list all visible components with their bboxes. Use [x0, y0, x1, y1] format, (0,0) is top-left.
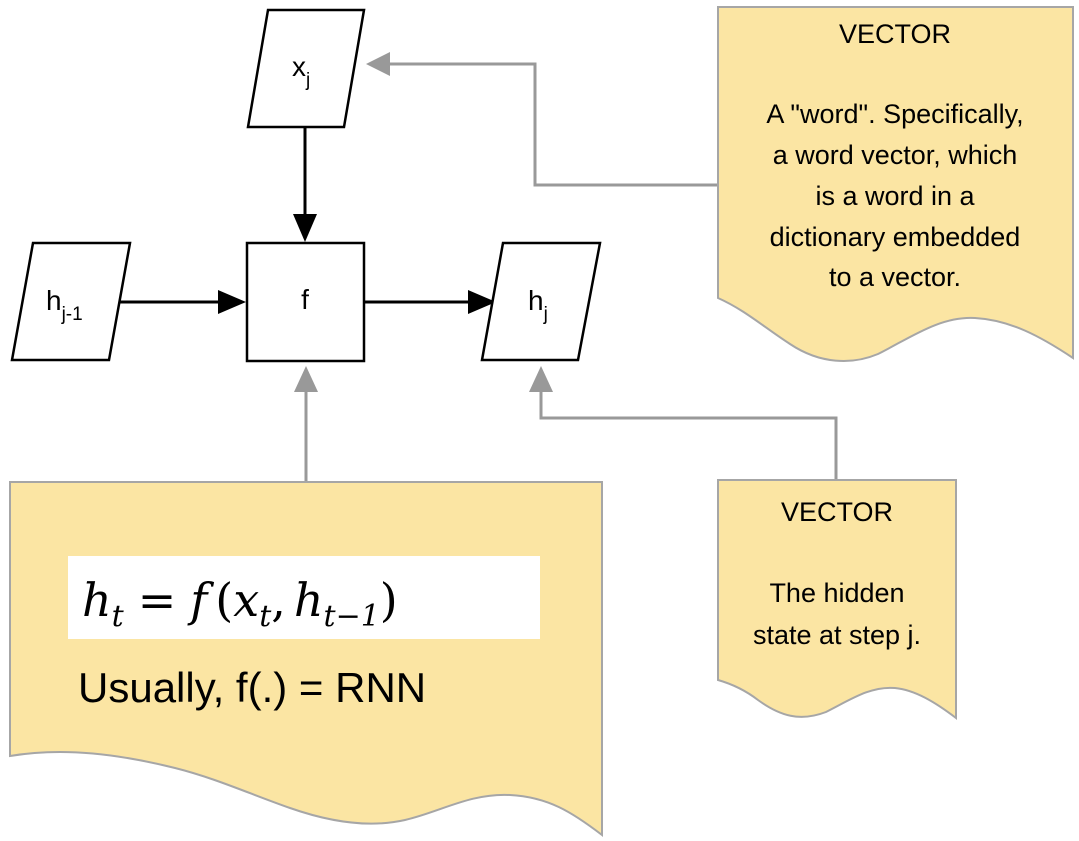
- formula-equation: ht=f(xt,ht−1): [82, 573, 398, 634]
- hidden-state-note: VECTOR The hidden state at step j.: [717, 479, 957, 721]
- function-node: f: [245, 241, 366, 363]
- arrow-prev-to-function: [117, 290, 246, 314]
- input-node-label: xj: [292, 51, 310, 91]
- word-vector-title: VECTOR: [839, 19, 951, 49]
- formula-background: [68, 556, 540, 639]
- formula-caption: Usually, f(.) = RNN: [78, 664, 426, 711]
- arrow-input-to-function: [293, 127, 317, 242]
- word-vector-note: VECTOR A "word". Specifically, a word ve…: [717, 6, 1074, 362]
- hidden-state-title: VECTOR: [781, 497, 893, 527]
- function-label: f: [301, 284, 309, 315]
- formula-note: ht=f(xt,ht−1) Usually, f(.) = RNN: [9, 481, 603, 838]
- word-vector-line: is a word in a: [815, 181, 975, 211]
- arrow-function-to-next: [364, 290, 496, 314]
- word-vector-line: a word vector, which: [773, 140, 1018, 170]
- word-vector-line: A "word". Specifically,: [766, 99, 1023, 129]
- input-node: xj: [246, 8, 366, 129]
- connector-hidden-to-output: [529, 366, 838, 480]
- next-hidden-node: hj: [480, 241, 602, 362]
- connector-formula-to-function: [294, 366, 318, 482]
- hidden-state-line: The hidden: [769, 578, 904, 608]
- hidden-state-line: state at step j.: [753, 620, 921, 650]
- connector-word-to-input: [366, 52, 718, 187]
- word-vector-line: dictionary embedded: [770, 222, 1021, 252]
- prev-hidden-node: hj-1: [10, 241, 132, 362]
- prev-hidden-label: hj-1: [46, 285, 83, 325]
- next-hidden-label: hj: [528, 285, 548, 325]
- word-vector-line: to a vector.: [829, 262, 961, 292]
